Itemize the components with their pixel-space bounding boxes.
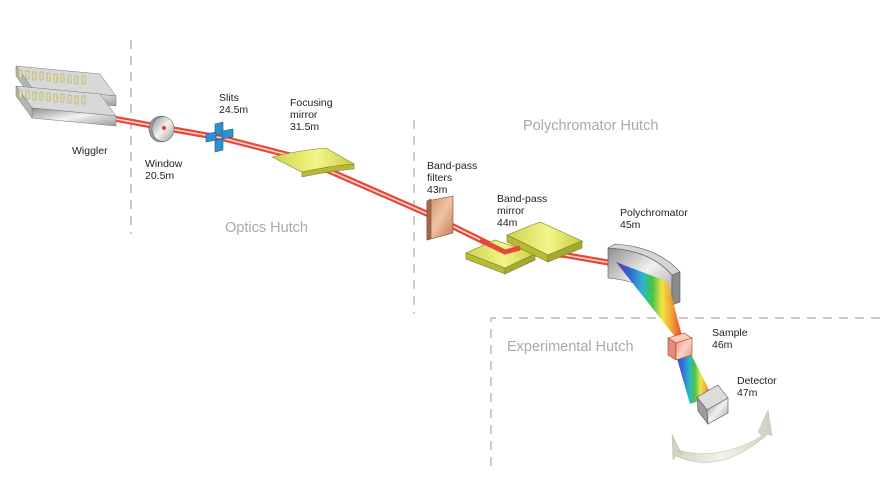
band-pass-filters-icon [426,195,454,241]
component-distance: 44m [497,217,518,229]
component-name: Polychromator [620,207,688,219]
component-distance: 47m [737,387,758,399]
component-distance: 24.5m [219,104,249,116]
sample-icon [667,332,693,361]
band-pass-mirror-icon [465,221,583,275]
component-distance: 20.5m [145,170,175,182]
component-distance: 43m [427,184,448,196]
hutch-dividers [130,40,880,466]
experimental-hutch-boundary [490,317,880,466]
component-distance: 45m [620,219,641,231]
component-name: Window [145,158,183,170]
component-distance: 46m [712,339,733,351]
detector-icon [696,384,729,425]
component-name: Detector [737,375,777,387]
detector-rotation-arrow-icon [671,409,773,463]
component-name: Slits [219,92,239,104]
focusing-mirror-icon [271,147,355,178]
slits-icon [205,121,234,153]
polychromatic-fan [616,262,712,404]
component-name: Focusing mirror [290,97,333,121]
wiggler-icon [15,65,117,127]
hutch-label-experimental: Experimental Hutch [507,339,634,355]
component-name: Band-pass filters [427,160,478,184]
hutch-label-optics: Optics Hutch [225,220,308,236]
component-label-wiggler: Wiggler [72,145,108,157]
window-icon [148,115,175,143]
hutch-label-polychromator: Polychromator Hutch [523,118,659,134]
component-name: Sample [712,327,748,339]
component-name: Band-pass mirror [497,193,548,217]
component-name: Wiggler [72,145,108,157]
component-distance: 31.5m [290,121,320,133]
